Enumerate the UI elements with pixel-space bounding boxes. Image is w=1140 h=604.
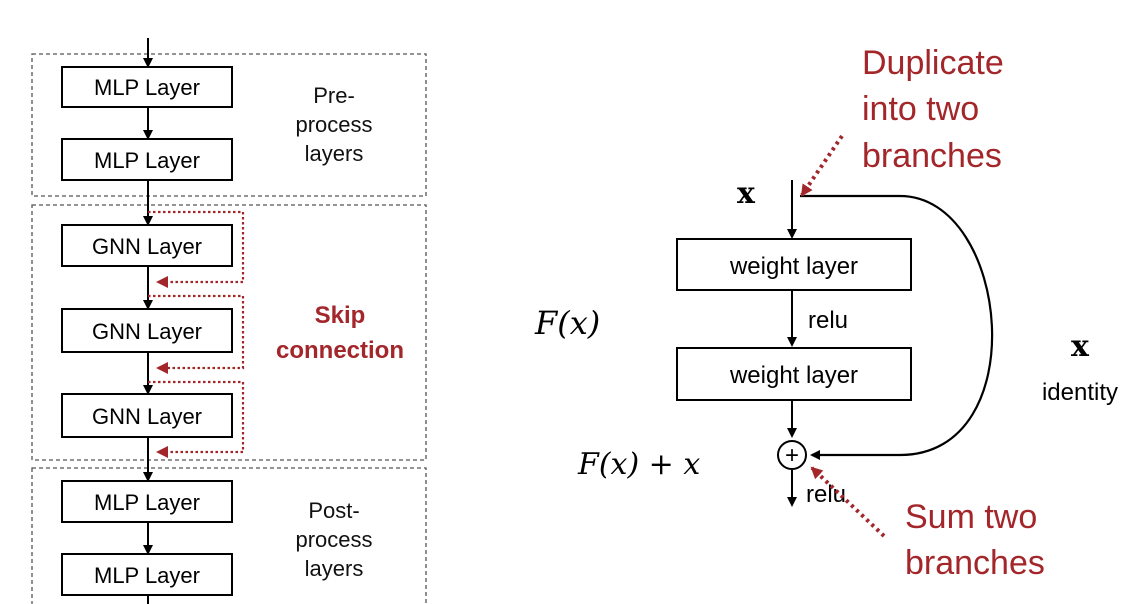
postprocess-label-line1: Post-: [308, 498, 359, 523]
weight-layer-2: weight layer: [676, 347, 912, 401]
relu-bottom-label: relu: [806, 481, 846, 508]
left-panel: MLP Layer MLP Layer GNN Layer GNN Layer …: [31, 38, 427, 604]
preprocess-group: [31, 53, 427, 197]
duplicate-line2: into two: [862, 90, 979, 128]
weight-layer-1: weight layer: [676, 238, 912, 291]
duplicate-annotation: Duplicate into two branches: [862, 44, 1004, 175]
mlp-pre-1-label: MLP Layer: [94, 75, 200, 100]
gnn-layer-1-label: GNN Layer: [92, 234, 202, 259]
gnn-group: [31, 204, 427, 461]
weight-layer-1-label: weight layer: [729, 253, 858, 280]
mlp-pre-2-label: MLP Layer: [94, 148, 200, 173]
identity-label: identity: [1042, 379, 1118, 406]
skip-label-line2: connection: [276, 337, 404, 364]
postprocess-label-line3: layers: [305, 556, 364, 581]
mlp-pre-2: MLP Layer: [61, 138, 233, 181]
weight-layer-2-label: weight layer: [729, 362, 858, 389]
preprocess-label: Pre- process layers: [295, 83, 372, 166]
duplicate-line1: Duplicate: [862, 44, 1004, 82]
mlp-pre-1: MLP Layer: [61, 66, 233, 108]
postprocess-group: [31, 467, 427, 604]
gnn-layer-2-label: GNN Layer: [92, 319, 202, 344]
mlp-post-2: MLP Layer: [61, 553, 233, 596]
duplicate-line3: branches: [862, 137, 1002, 175]
sum-line2: branches: [905, 544, 1045, 582]
gnn-layer-3: GNN Layer: [61, 393, 233, 438]
relu-middle-label: relu: [808, 307, 848, 334]
sum-node: +: [777, 440, 807, 470]
mlp-post-1-label: MLP Layer: [94, 490, 200, 515]
fx-label: F(x): [534, 304, 600, 342]
skip-connection-label: Skip connection: [276, 302, 404, 364]
postprocess-label: Post- process layers: [295, 498, 372, 581]
skip-connection-1: [148, 210, 245, 288]
duplicate-pointer: [800, 134, 844, 197]
skip-connection-3: [148, 380, 245, 458]
preprocess-label-line2: process: [295, 112, 372, 137]
gnn-layer-2: GNN Layer: [61, 308, 233, 353]
input-x-label: x: [737, 176, 756, 211]
sum-pointer: [810, 466, 886, 538]
sum-line1: Sum two: [905, 498, 1037, 536]
gnn-layer-1: GNN Layer: [61, 224, 233, 267]
skip-connections: [148, 210, 245, 458]
preprocess-label-line1: Pre-: [313, 83, 355, 108]
mlp-post-1: MLP Layer: [61, 480, 233, 523]
sum-annotation: Sum two branches: [905, 498, 1045, 582]
sum-symbol: +: [785, 442, 799, 469]
preprocess-label-line3: layers: [305, 141, 364, 166]
fx-plus-x-label: F(x) + x: [577, 447, 700, 482]
skip-connection-2: [148, 294, 245, 374]
gnn-layer-3-label: GNN Layer: [92, 404, 202, 429]
right-panel: x weight layer weight layer relu + relu …: [534, 44, 1118, 582]
postprocess-label-line2: process: [295, 527, 372, 552]
identity-x-label: x: [1071, 329, 1090, 364]
skip-label-line1: Skip: [315, 302, 366, 329]
mlp-post-2-label: MLP Layer: [94, 563, 200, 588]
identity-skip-curve: [800, 194, 994, 460]
